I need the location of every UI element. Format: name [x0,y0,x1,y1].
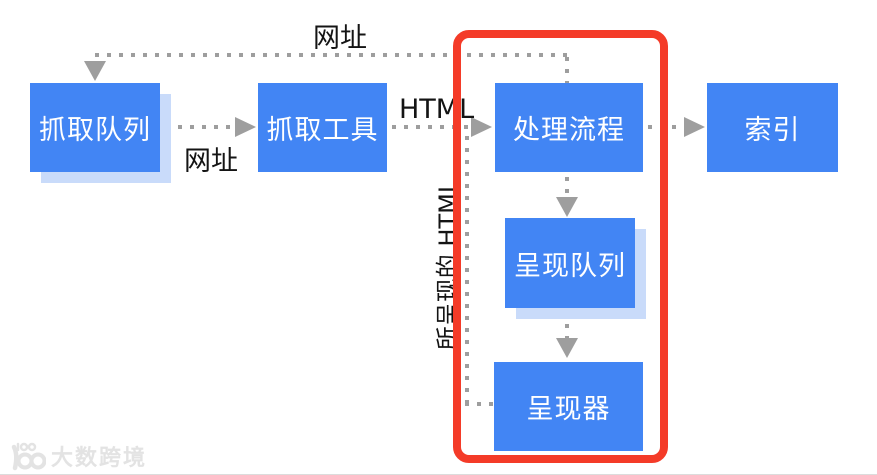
watermark-100-logo-icon [11,442,46,471]
node-processing: 处理流程 [495,83,643,172]
node-crawl-queue-label: 抓取队列 [39,115,151,146]
label-html: HTML [399,94,475,125]
arrowhead-into-crawl-queue-icon [84,61,106,81]
arrowhead-into-index-icon [684,117,705,137]
connector-processing-to-renderqueue [565,177,569,197]
connector-rendered-html-vertical [465,136,469,404]
watermark-text: 大数跨境 [51,446,148,471]
arrowhead-into-renderer-icon [556,338,578,358]
label-url-top: 网址 [313,23,367,54]
label-rendered-html: 所呈现的 HTML [434,179,462,351]
node-renderer: 呈现器 [494,362,643,451]
node-render-queue-label: 呈现队列 [514,250,626,282]
node-crawl-queue: 抓取队列 [30,83,160,172]
node-render-queue: 呈现队列 [505,218,635,308]
node-crawler: 抓取工具 [258,83,387,172]
arrowhead-into-renderqueue-icon [556,197,578,217]
connector-processing-to-index [648,125,684,129]
connector-url-feedback-stub [565,57,569,83]
node-index: 索引 [707,83,838,172]
node-index-label: 索引 [744,115,801,146]
connector-crawler-to-processing [392,125,470,129]
connector-renderqueue-to-renderer [565,312,569,338]
arrowhead-into-crawler-icon [235,117,256,137]
node-renderer-label: 呈现器 [526,394,611,425]
label-url-mid: 网址 [184,146,238,177]
arrowhead-into-processing-icon [471,117,492,137]
node-processing-label: 处理流程 [513,115,625,146]
node-crawler-label: 抓取工具 [266,115,379,146]
watermark: 大数跨境 [8,440,147,472]
connector-rendered-html-horizontal [465,402,495,406]
connector-crawlqueue-to-crawler [166,125,234,129]
connector-url-feedback-top [95,53,568,57]
